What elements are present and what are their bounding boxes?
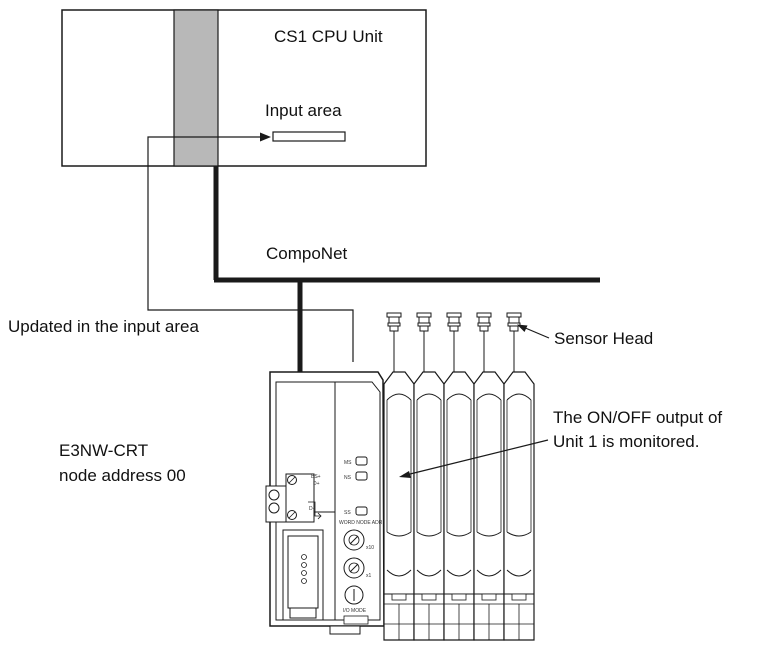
updated-input-area-label: Updated in the input area	[8, 317, 199, 336]
update-arrowhead	[260, 132, 271, 142]
sensor-head-label: Sensor Head	[554, 329, 654, 348]
monitor-pointer-line	[405, 439, 549, 476]
sensor-heads	[386, 312, 522, 372]
componet-label: CompoNet	[266, 244, 348, 263]
sensor-head-icon	[506, 312, 522, 372]
pin-icon	[301, 562, 307, 568]
x1-marking: x1	[366, 573, 372, 579]
update-arrow	[147, 132, 354, 362]
connector-terminal-2	[268, 502, 280, 514]
update-path	[147, 136, 354, 362]
led-ms-marking: MS	[344, 460, 352, 466]
sensor-head-icon	[386, 312, 402, 372]
amplifier-unit	[413, 371, 445, 641]
monitor-pointer	[399, 439, 549, 478]
input-area-label: Input area	[265, 101, 342, 120]
sensor-head-icon	[446, 312, 462, 372]
x10-marking: x10	[366, 545, 374, 551]
led-ns-marking: NS	[344, 475, 352, 481]
e3nw-crt-unit: BS+ D+ D- MS NS SS WORD NODE ADR x1	[265, 371, 385, 635]
port-arrow-icon	[308, 501, 321, 517]
pin-icon	[301, 554, 307, 560]
indicator-panel: MS NS SS WORD NODE ADR x10 x1 I/O MODE	[339, 456, 383, 625]
pin-icon	[301, 570, 307, 576]
cpu-unit-label: CS1 CPU Unit	[274, 27, 383, 46]
node-address-label: node address 00	[59, 466, 186, 485]
device-model-label: E3NW-CRT	[59, 441, 149, 460]
cpu-unit-frame	[61, 9, 427, 167]
lower-connector-module	[282, 529, 324, 621]
sensor-head-pointer	[517, 324, 550, 339]
input-area-cell	[272, 131, 346, 142]
nameplate	[343, 615, 369, 625]
ns-led-indicator	[355, 471, 368, 481]
amplifier-unit	[503, 371, 535, 641]
communications-unit-slot	[173, 9, 219, 167]
io-mode-marking: I/O MODE	[343, 608, 367, 614]
monitor-label-line2: Unit 1 is monitored.	[553, 432, 700, 451]
ss-led-indicator	[355, 506, 368, 516]
sensor-head-pointer-line	[522, 326, 550, 339]
ms-led-indicator	[355, 456, 368, 466]
crt-inner-outline	[275, 381, 381, 621]
amplifier-units	[383, 371, 535, 641]
crt-bottom-clip	[329, 625, 361, 635]
sensor-head-icon	[476, 312, 492, 372]
port-d-plus-marking: D+	[313, 481, 320, 487]
pin-icon	[301, 578, 307, 584]
lower-module-latch	[289, 607, 317, 619]
port-d-minus-marking: D-	[309, 506, 315, 512]
led-ss-marking: SS	[344, 510, 351, 516]
port-bs-plus-marking: BS+	[311, 474, 321, 480]
connector-terminal-1	[268, 489, 280, 501]
monitor-label-line1: The ON/OFF output of	[553, 408, 723, 427]
word-node-adr-marking: WORD NODE ADR	[339, 520, 383, 526]
amplifier-unit	[383, 371, 415, 641]
amplifier-unit	[473, 371, 505, 641]
amplifier-unit	[443, 371, 475, 641]
sensor-head-icon	[416, 312, 432, 372]
cpu-unit	[61, 9, 427, 167]
sensor-head-pointer-arrowhead	[517, 324, 528, 332]
monitor-pointer-arrowhead	[399, 471, 411, 478]
communications-connector: BS+ D+ D-	[265, 473, 322, 523]
